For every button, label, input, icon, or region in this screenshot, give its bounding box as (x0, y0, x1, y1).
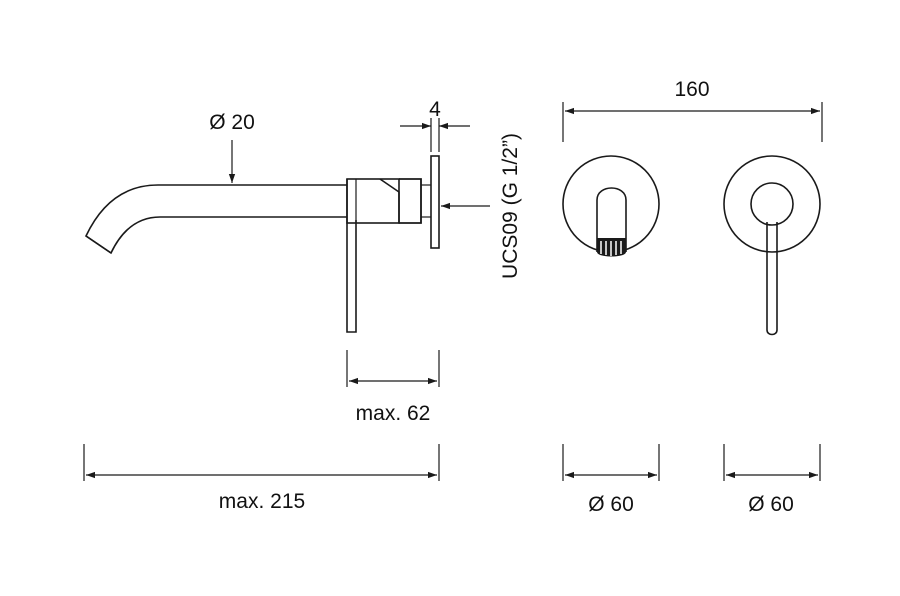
plate-thickness-label: 4 (429, 98, 441, 121)
spout-tip-edge (85, 235, 112, 254)
spout-wall-plate (562, 155, 660, 253)
valve-body (346, 178, 400, 224)
depth-label: max. 62 (356, 402, 431, 425)
wall-plate (430, 155, 440, 249)
length-label: max. 215 (219, 490, 305, 513)
lever-handle (346, 179, 357, 333)
spout-front (596, 187, 627, 252)
spout-diameter-label: Ø 20 (209, 111, 255, 134)
connector (379, 178, 422, 224)
right-plate-diameter-label: Ø 60 (748, 493, 794, 516)
front-view: 160 Ø 60 Ø 60 (562, 78, 823, 516)
mixer-cartridge (750, 182, 794, 226)
mixer-lever (766, 222, 778, 336)
spout-outline (84, 184, 347, 255)
side-view: Ø 20 4 UCS09 (G 1/2”) max. 62 max. 215 (83, 98, 522, 513)
mixer-wall-plate (723, 155, 821, 253)
centers-distance-label: 160 (674, 78, 709, 101)
connector-nut (399, 178, 422, 224)
connection-label: UCS09 (G 1/2”) (499, 133, 522, 279)
left-plate-diameter-label: Ø 60 (588, 493, 634, 516)
